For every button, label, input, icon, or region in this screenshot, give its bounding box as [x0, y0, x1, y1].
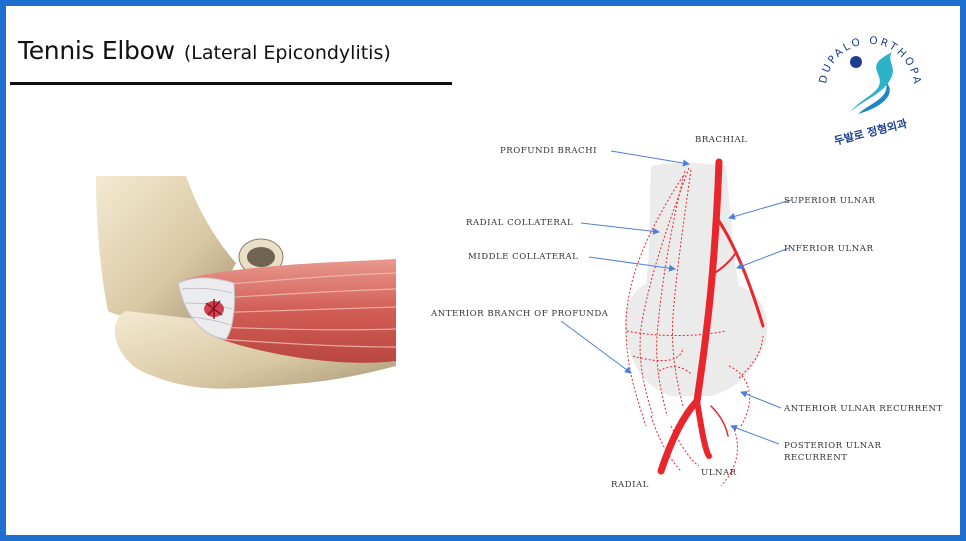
label-radial-collateral: RADIAL COLLATERAL — [466, 218, 573, 228]
ulna-bone — [114, 311, 396, 389]
dupalo-logo: DUPALO ORTHOPAEDICS 두발로 정형외과 — [806, 18, 923, 146]
label-radial: RADIAL — [611, 480, 649, 490]
main-arteries — [657, 158, 765, 475]
label-posterior-ulnar-recurrent-line2: RECURRENT — [784, 453, 848, 463]
logo-ring-text: DUPALO ORTHOPAEDICS — [806, 18, 921, 87]
label-brachial: BRACHIAL — [695, 135, 747, 145]
label-inferior-ulnar: INFERIOR ULNAR — [784, 244, 873, 254]
title-underline — [10, 82, 452, 85]
tear-lesion-icon — [204, 299, 224, 319]
label-middle-collateral: MIDDLE COLLATERAL — [468, 252, 578, 262]
svg-text:DUPALO ORTHOPAEDICS: DUPALO ORTHOPAEDICS — [806, 18, 923, 87]
label-posterior-ulnar-recurrent-line1: POSTERIOR ULNAR — [784, 441, 882, 451]
label-superior-ulnar: SUPERIOR ULNAR — [784, 196, 875, 206]
elbow-illustration — [96, 176, 396, 389]
label-anterior-ulnar-recurrent: ANTERIOR ULNAR RECURRENT — [783, 404, 943, 414]
title-main: Tennis Elbow — [18, 36, 175, 65]
slide-title: Tennis Elbow (Lateral Epicondylitis) — [18, 36, 391, 65]
elbow-arterial-diagram: BRACHIAL PROFUNDI BRACHI RADIAL COLLATER… — [430, 135, 943, 490]
logo-dot — [850, 56, 862, 68]
collateral-arteries — [625, 167, 764, 487]
label-anterior-branch-profunda: ANTERIOR BRANCH OF PROFUNDA — [430, 309, 609, 319]
label-profundi-brachi: PROFUNDI BRACHI — [500, 146, 597, 156]
humerus-silhouette — [624, 163, 768, 396]
logo-wave-icon — [850, 52, 893, 112]
logo-wave-icon-2 — [858, 82, 890, 114]
label-ulnar: ULNAR — [701, 468, 737, 478]
radial-head-shadow — [247, 247, 275, 267]
title-subtitle: (Lateral Epicondylitis) — [183, 42, 391, 64]
